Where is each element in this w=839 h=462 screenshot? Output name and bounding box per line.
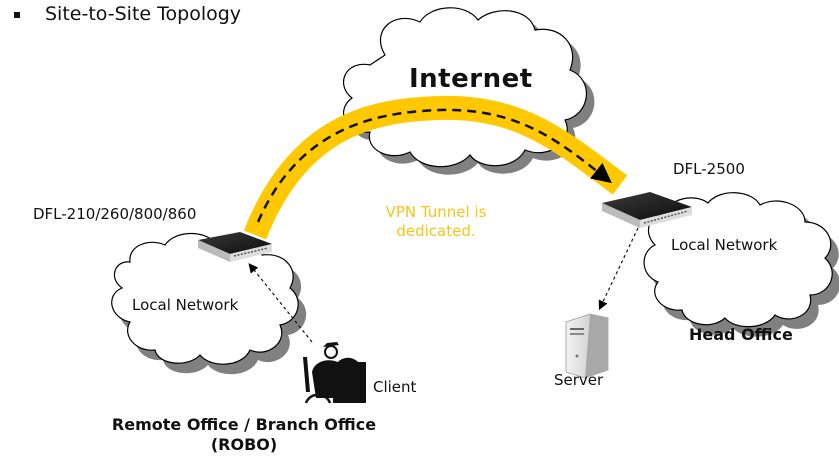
vpn-tunnel-label-line2: dedicated. xyxy=(396,222,476,240)
head-site-label: Head Office xyxy=(689,325,793,344)
remote-site-label: Remote Office / Branch Office (ROBO) xyxy=(88,415,400,455)
server-label: Server xyxy=(554,371,604,389)
vpn-tunnel-label: VPN Tunnel is dedicated. xyxy=(368,203,504,241)
remote-site-label-line1: Remote Office / Branch Office xyxy=(111,415,377,434)
head-network-cloud-icon xyxy=(643,192,839,337)
head-network-label: Local Network xyxy=(671,236,778,254)
vpn-tunnel-dashed-path xyxy=(256,108,612,223)
vpn-tunnel-label-line1: VPN Tunnel is xyxy=(385,203,487,221)
remote-device-label: DFL-210/260/800/860 xyxy=(33,205,197,223)
client-link-arrow xyxy=(248,263,313,343)
slide-title: Site-to-Site Topology xyxy=(45,3,242,25)
remote-firewall-device-icon xyxy=(198,232,272,262)
internet-label: Internet xyxy=(409,64,533,94)
server-icon xyxy=(565,313,609,379)
remote-network-label: Local Network xyxy=(132,296,239,314)
client-label: Client xyxy=(373,378,417,396)
head-device-label: DFL-2500 xyxy=(673,160,745,178)
remote-site-label-line2: (ROBO) xyxy=(210,435,278,454)
head-firewall-device-icon xyxy=(602,192,692,228)
bullet-icon xyxy=(14,12,20,18)
client-person-icon xyxy=(303,342,366,404)
server-link-arrow xyxy=(598,227,639,311)
